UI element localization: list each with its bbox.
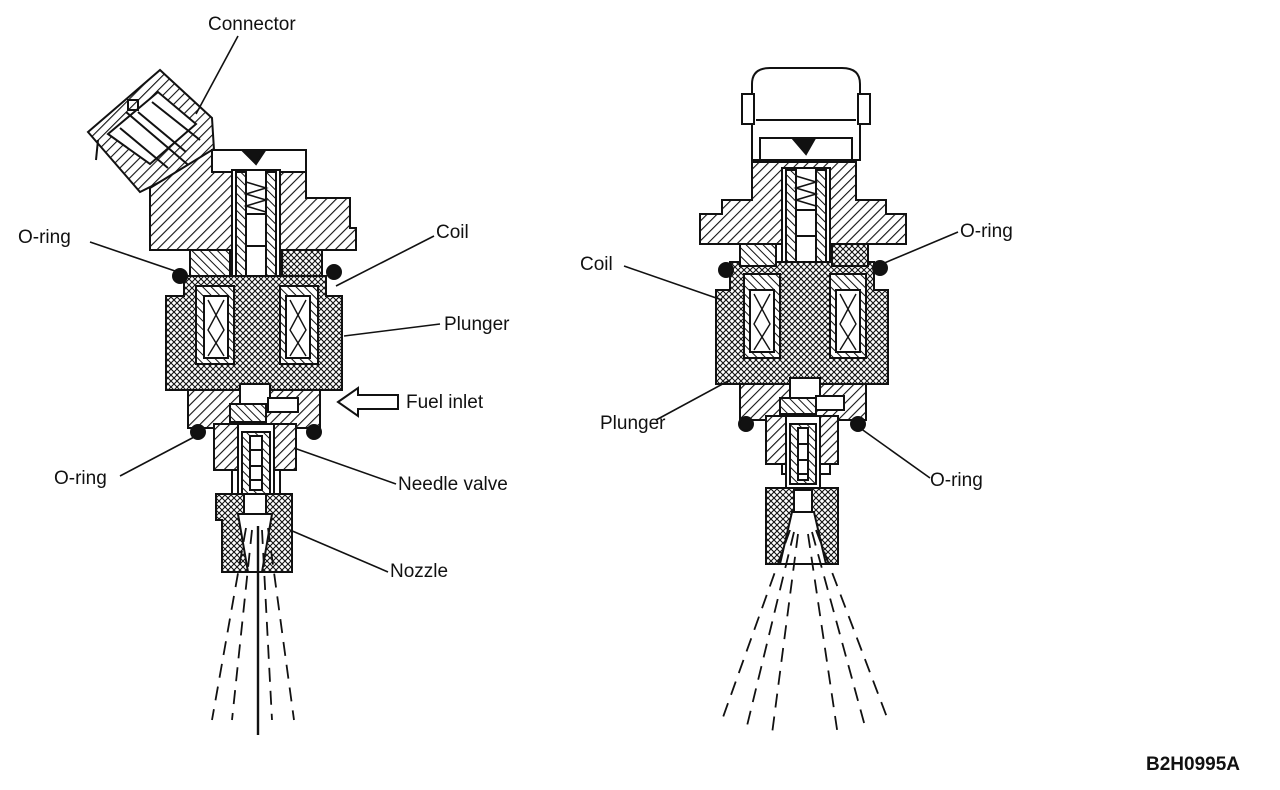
figure-code: B2H0995A: [1146, 754, 1240, 775]
label-needle-valve: Needle valve: [398, 474, 508, 495]
label-right-coil: Coil: [580, 254, 613, 275]
label-fuel-inlet: Fuel inlet: [406, 392, 484, 413]
label-connector: Connector: [208, 14, 296, 35]
label-right-oring-bottom: O-ring: [930, 470, 983, 491]
label-left-oring-top: O-ring: [18, 227, 71, 248]
left-injector: [86, 68, 399, 735]
leader-lines: [89, 35, 959, 573]
label-left-plunger: Plunger: [444, 314, 510, 335]
label-left-coil: Coil: [436, 222, 469, 243]
label-nozzle: Nozzle: [390, 561, 449, 582]
label-right-oring-top: O-ring: [960, 221, 1013, 242]
right-injector: [699, 67, 907, 737]
left-connector: [86, 68, 221, 194]
label-right-plunger: Plunger: [600, 413, 666, 434]
label-left-oring-bottom: O-ring: [54, 468, 107, 489]
